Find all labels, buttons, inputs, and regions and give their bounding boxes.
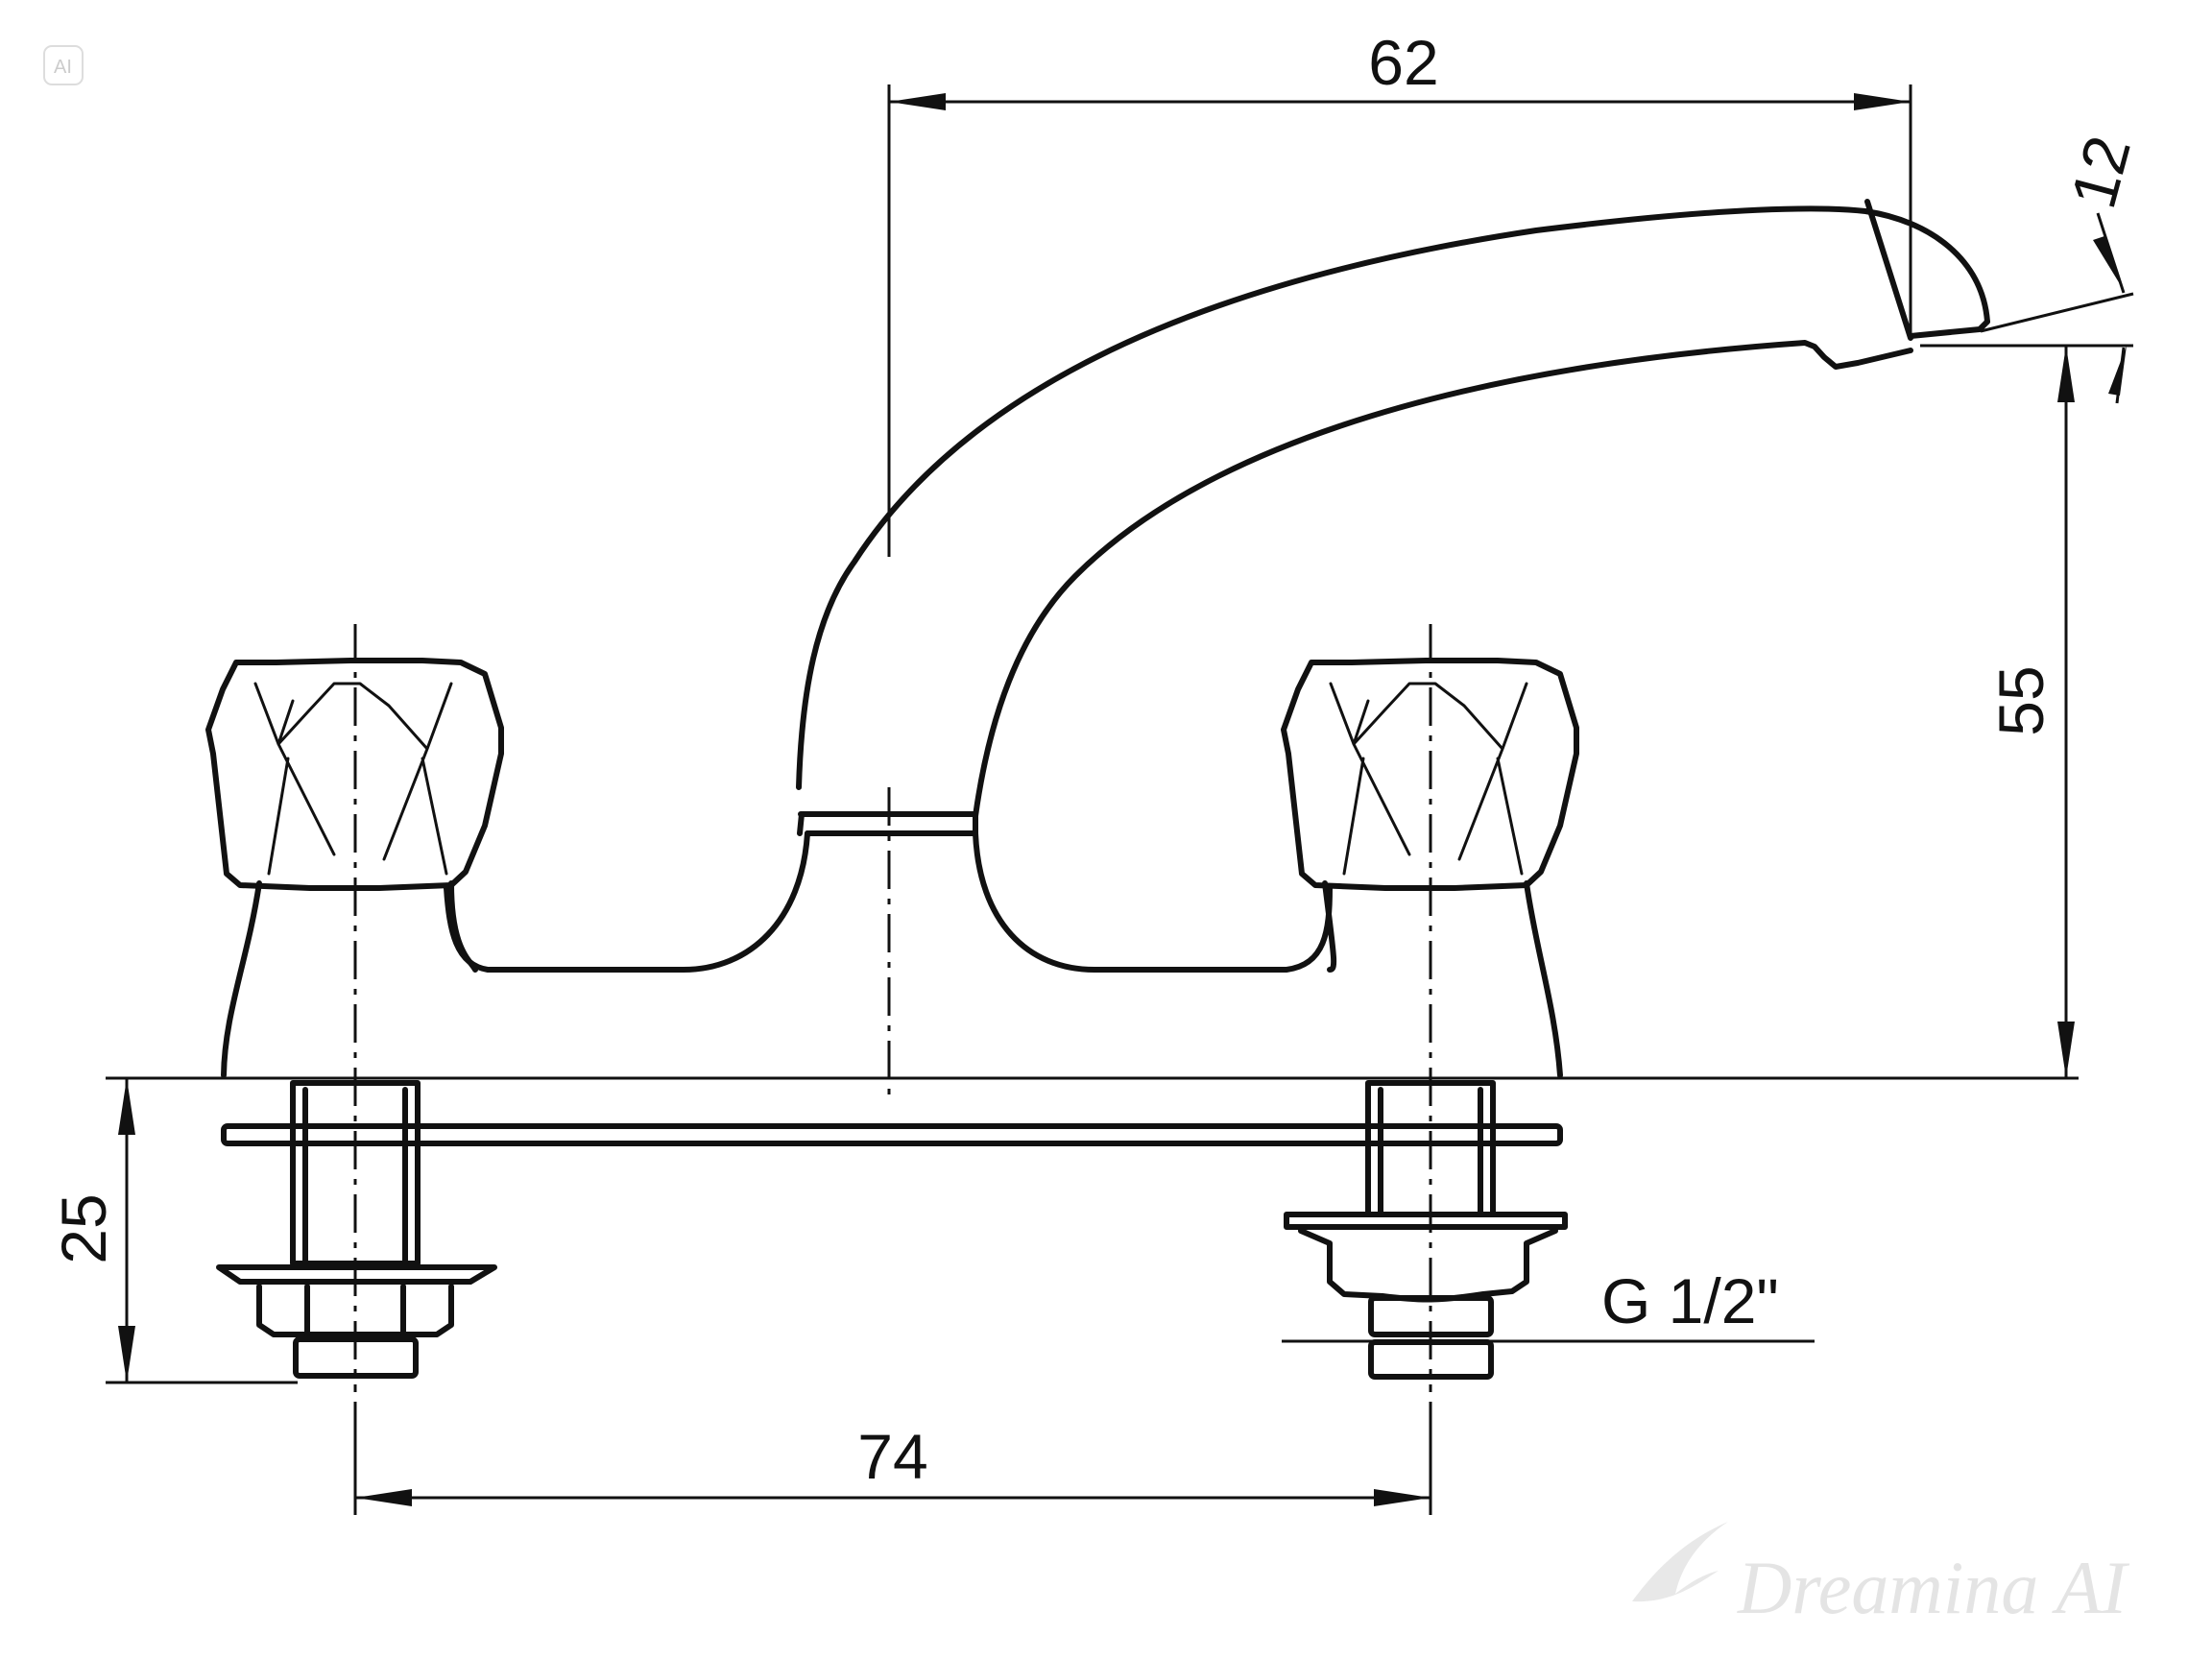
center-lines bbox=[353, 624, 1432, 1392]
dimension-12: 12 bbox=[1980, 129, 2144, 404]
dimension-25: 25 bbox=[48, 1078, 298, 1384]
dimension-label-25: 25 bbox=[48, 1193, 119, 1263]
dimension-74: 74 bbox=[353, 1402, 1432, 1515]
dimension-label-74: 74 bbox=[857, 1421, 927, 1492]
dimension-label-62: 62 bbox=[1368, 27, 1438, 98]
dimension-label-12: 12 bbox=[2057, 129, 2144, 215]
svg-text:AI: AI bbox=[54, 57, 72, 78]
dimension-label-55: 55 bbox=[1985, 665, 2056, 735]
dimension-55: 55 bbox=[1920, 344, 2079, 1078]
ai-corner-badge: AI bbox=[43, 45, 84, 85]
stylized-bird-swoosh-icon bbox=[1632, 1522, 1728, 1602]
spout bbox=[444, 199, 1990, 973]
svg-text:Dreamina AI: Dreamina AI bbox=[1737, 1546, 2130, 1629]
dimension-62: 62 bbox=[887, 27, 1912, 557]
left-valve-handle bbox=[205, 658, 504, 1078]
deck-base bbox=[106, 1076, 2079, 1380]
thread-callout: G 1/2" bbox=[1282, 1265, 1815, 1343]
watermark: Dreamina AI bbox=[1632, 1522, 2130, 1629]
thread-size-label: G 1/2" bbox=[1601, 1265, 1779, 1336]
right-valve-handle bbox=[1281, 658, 1579, 1078]
